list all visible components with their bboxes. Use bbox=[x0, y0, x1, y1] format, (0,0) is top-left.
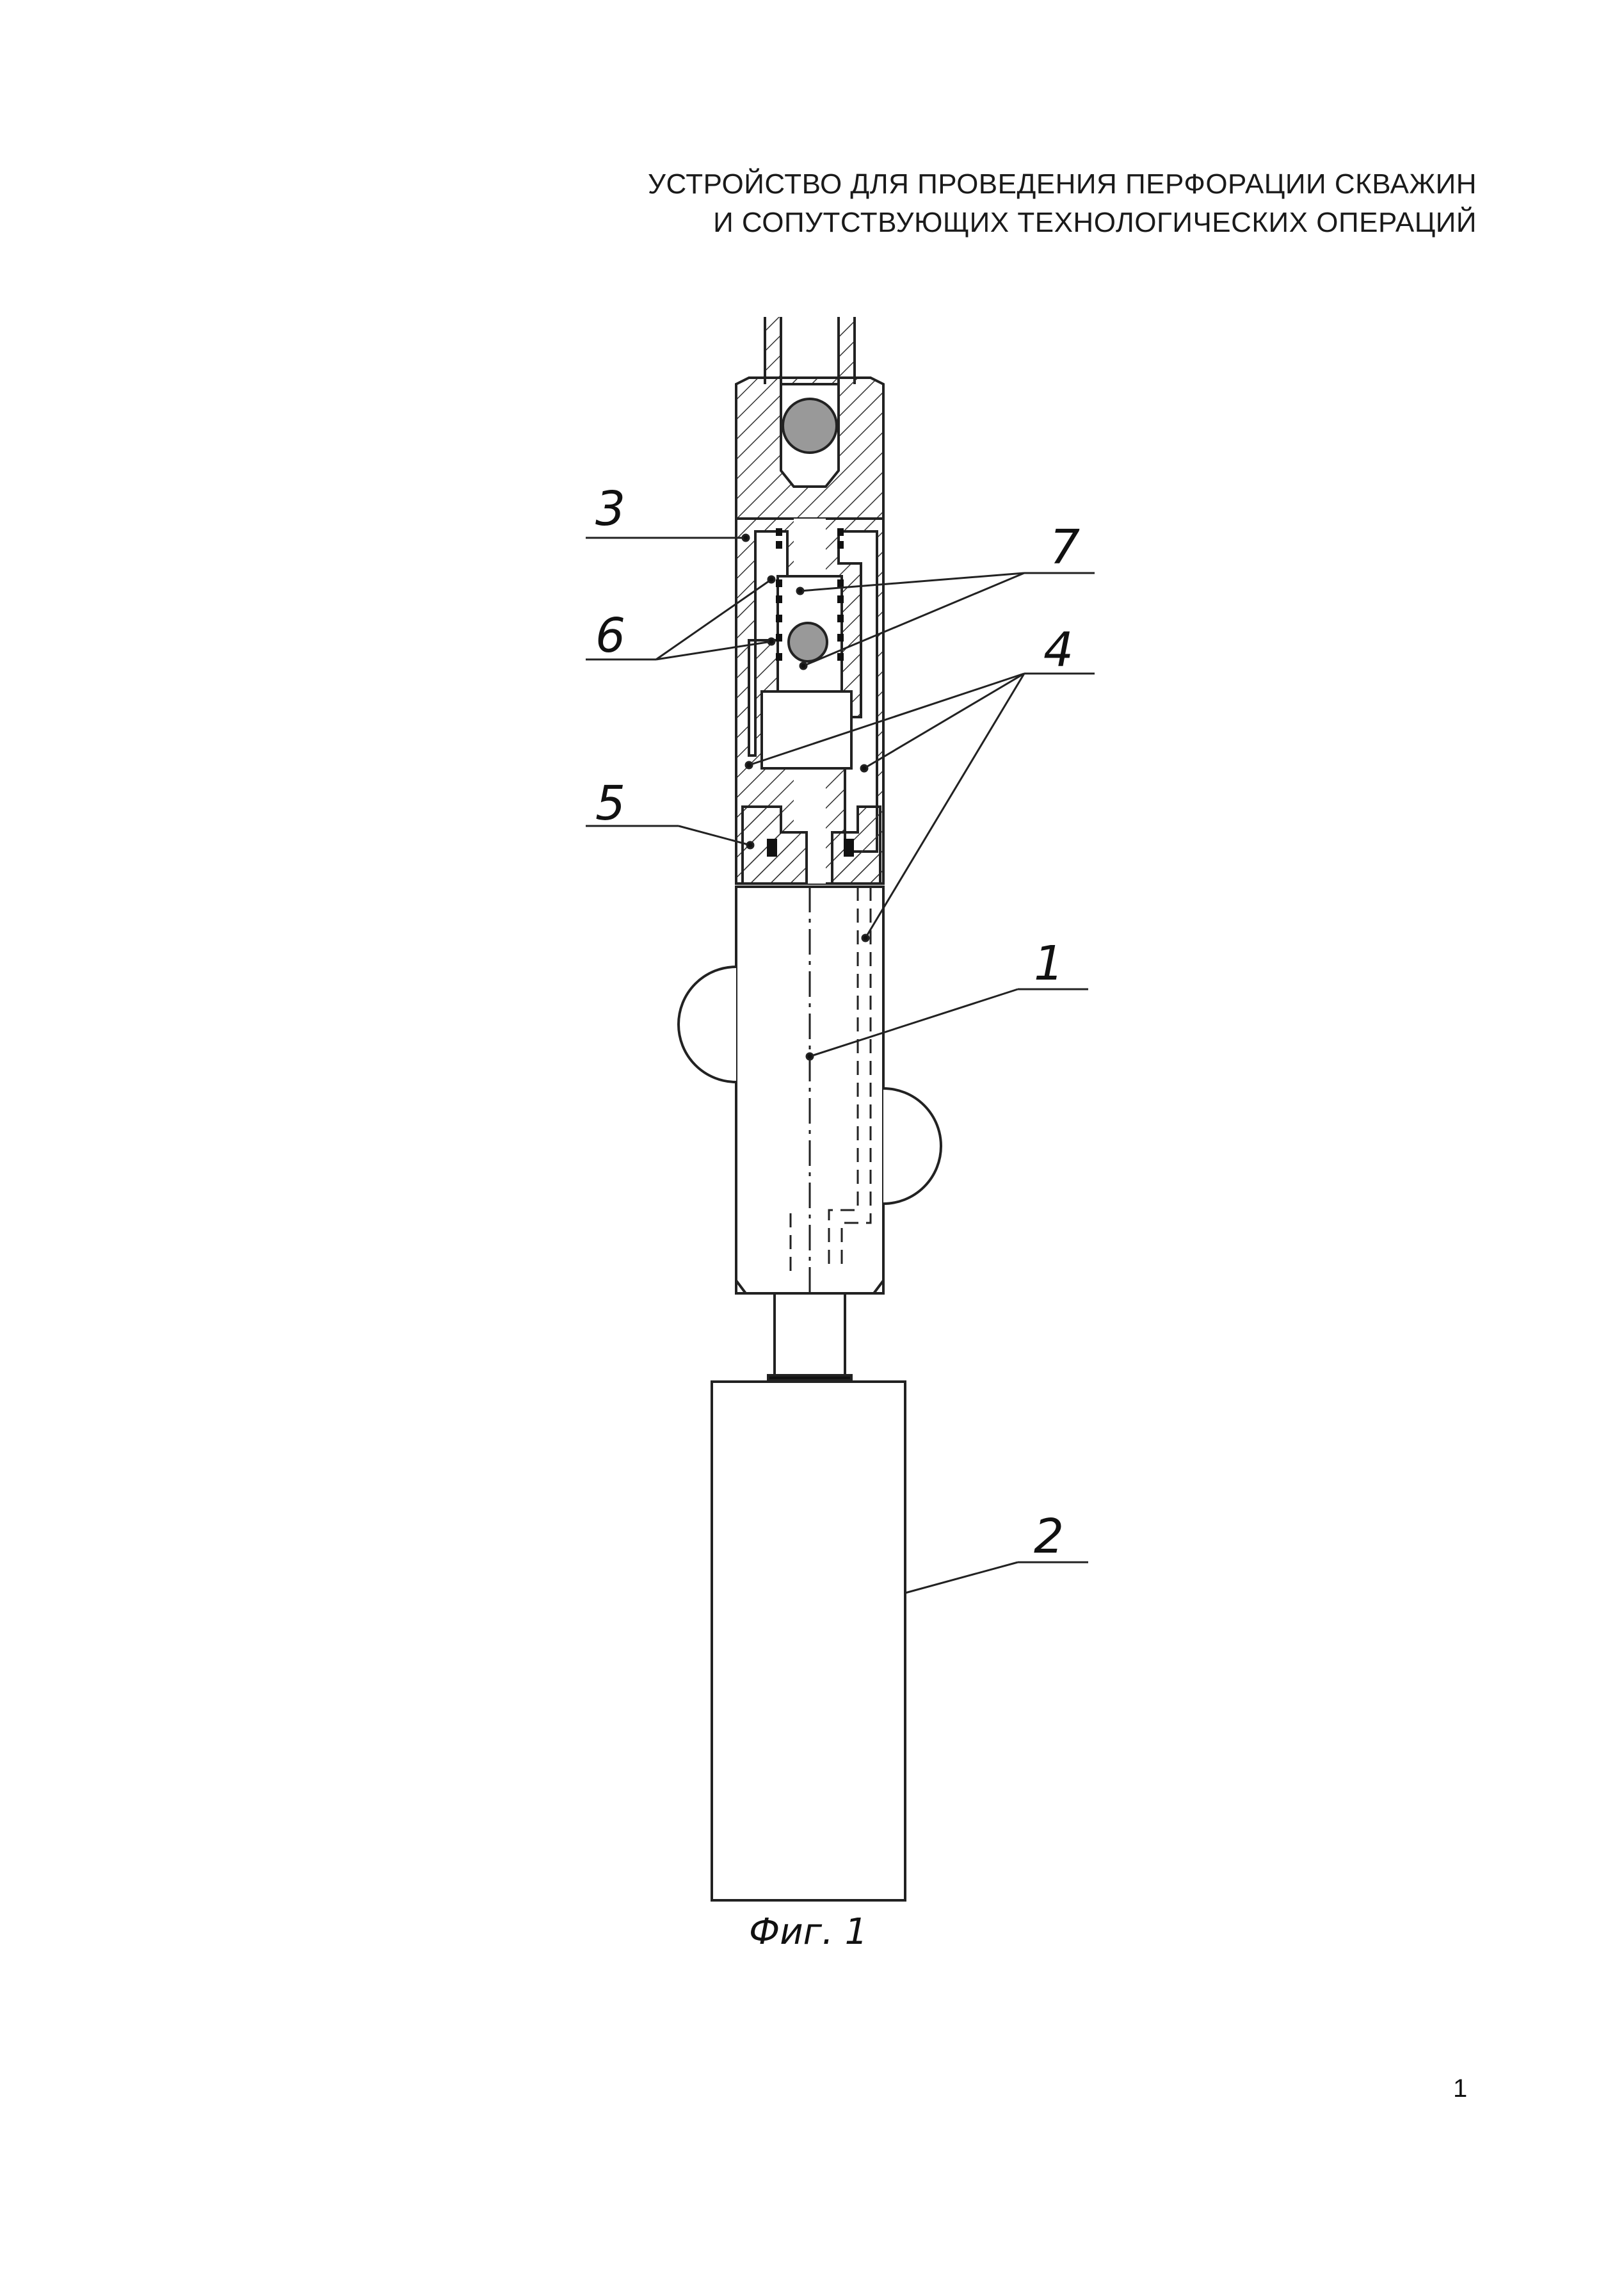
valve-body bbox=[735, 517, 885, 885]
head-block bbox=[735, 376, 885, 520]
lower-ball bbox=[787, 622, 828, 663]
callout-4: 4 bbox=[1043, 622, 1073, 677]
callout-5: 5 bbox=[595, 776, 625, 831]
document-title: УСТРОЙСТВО ДЛЯ ПРОВЕДЕНИЯ ПЕРФОРАЦИИ СКВ… bbox=[453, 165, 1477, 242]
shaft bbox=[767, 1292, 853, 1382]
page-number: 1 bbox=[1453, 2074, 1468, 2103]
lower-module bbox=[711, 1380, 906, 1902]
callout-7: 7 bbox=[1050, 520, 1080, 575]
callout-2: 2 bbox=[1034, 1509, 1064, 1564]
callout-6: 6 bbox=[595, 608, 625, 663]
main-body bbox=[677, 885, 942, 1377]
callout-1: 1 bbox=[1034, 936, 1064, 991]
callout-3: 3 bbox=[595, 481, 625, 537]
figure-caption: Фиг. 1 bbox=[749, 1911, 868, 1953]
title-line-2: И СОПУТСТВУЮЩИХ ТЕХНОЛОГИЧЕСКИХ ОПЕРАЦИЙ bbox=[713, 207, 1477, 238]
title-line-1: УСТРОЙСТВО ДЛЯ ПРОВЕДЕНИЯ ПЕРФОРАЦИИ СКВ… bbox=[648, 168, 1477, 200]
upper-ball bbox=[782, 398, 838, 454]
